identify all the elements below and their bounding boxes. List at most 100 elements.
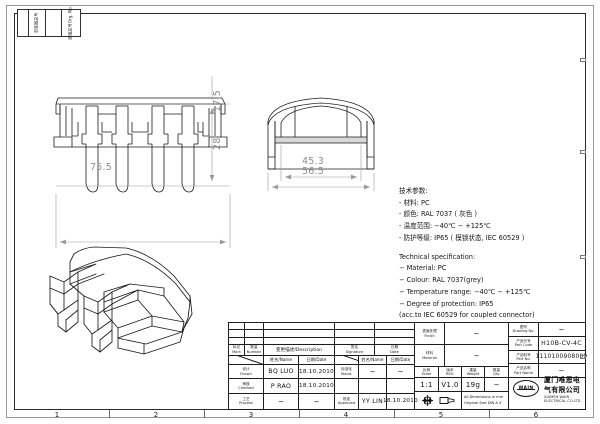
projection-symbol-row: All Dimensions in mm Original Size DIN A…: [415, 392, 508, 409]
front-view-dimension-lines: [55, 76, 231, 248]
signoff-slash-left: [229, 355, 264, 365]
corner-cell-label-1: 旧底图总号: [33, 12, 39, 34]
zone-number-4: 4: [343, 411, 349, 419]
company-identity: WAIN 厦门唯恩电气有限公司 XIAMEN WAIN ELECTRICAL C…: [509, 376, 584, 403]
header-description: 变更描述/Description: [264, 344, 335, 356]
rev-value: V1.0: [439, 378, 462, 391]
part-code-value: H10B-CV-4C: [541, 339, 582, 347]
approved-date: 18.10.2010: [382, 398, 419, 405]
finish-value: −: [473, 329, 480, 338]
spec-en-line-1: − Colour: RAL 7037(grey): [399, 276, 484, 285]
checked-name: P RAO: [264, 379, 299, 395]
zone-tick-4: [394, 410, 395, 418]
register-mark-right-4: [580, 355, 586, 359]
company-name-block: 厦门唯恩电气有限公司 XIAMEN WAIN ELECTRICAL CO.LTD: [544, 375, 584, 403]
subheader-name: 姓名/Name: [264, 355, 299, 365]
corner-cell-old-drawing-no: 旧底图总号: [29, 10, 46, 36]
company-name-en: XIAMEN WAIN ELECTRICAL CO.LTD: [544, 394, 581, 403]
corner-cell-blank-1: [18, 10, 29, 36]
note-line-2: Original Size DIN A 4: [464, 400, 502, 405]
subheader-date-2: 日期/Date: [387, 356, 414, 365]
standardized-date: −: [387, 365, 414, 380]
spec-cn-line-0: - 材料: PC: [399, 198, 430, 207]
dimension-front-top: 17.5: [212, 90, 223, 112]
zone-tick-1: [109, 410, 110, 418]
spec-en-line-2: − Temperature range: −40℃ − +125℃: [399, 287, 531, 296]
zone-number-2: 2: [153, 411, 159, 419]
dimension-side-inner: 45.3: [302, 156, 324, 167]
note-line-1: All Dimensions in mm: [464, 395, 504, 400]
scale-value: 1:1: [415, 378, 439, 391]
signoff-slash-right: [335, 355, 359, 365]
dimension-side-outer: 56.5: [302, 166, 324, 177]
drawn-date: 18.10.2010: [299, 364, 335, 380]
zone-tick-3: [299, 410, 300, 418]
company-logo-icon: WAIN: [513, 380, 539, 398]
spec-en-line-3: − Degree of protection: IP65: [399, 299, 494, 308]
projection-symbols: [415, 392, 462, 409]
register-mark-right-3: [580, 255, 586, 259]
corner-cell-drawing-total-no: 底图总号Org. No.: [62, 6, 80, 40]
spec-cn-line-1: - 颜色: RAL 7037 ( 灰色 ): [399, 210, 477, 219]
dimension-notes: All Dimensions in mm Original Size DIN A…: [462, 392, 508, 409]
weight-value: 19g: [462, 378, 485, 391]
scale-values-row: 1:1 V1.0 19g −: [415, 378, 508, 392]
register-mark-right-1: [580, 58, 586, 62]
revision-empty-row-3: [229, 337, 414, 345]
zone-tick-5: [489, 410, 490, 418]
zone-number-5: 5: [438, 411, 444, 419]
sheet-outer-border: [6, 5, 594, 418]
signoff-subheader-row: 姓名/Name 日期/Date 姓名/Name 日期/Date: [229, 355, 414, 365]
spec-cn-line-3: - 防护等级: IP65 ( 模锁状态, IEC 60529 ): [399, 233, 525, 242]
standardized-name: −: [359, 364, 387, 380]
side-view-dimension-lines: [267, 145, 375, 191]
zone-tick-2: [204, 410, 205, 418]
datum-target-icon: [422, 395, 433, 406]
corner-registration-table: 旧底图总号 底图总号Org. No.: [17, 6, 81, 40]
revision-empty-row-2: [229, 330, 414, 338]
zone-number-1: 1: [54, 411, 60, 419]
part-name-value: −: [558, 366, 565, 376]
part-no-value: 1110100908009: [535, 353, 588, 360]
first-angle-projection-icon: [439, 397, 455, 404]
side-view-drawing: [265, 95, 377, 180]
spec-en-heading: Technical specification:: [399, 252, 476, 261]
drawn-name: BQ LUO: [264, 364, 299, 380]
drawing-no-value: −: [558, 324, 565, 334]
material-value: −: [473, 351, 480, 360]
spec-en-line-0: − Material: PC: [399, 264, 447, 273]
revision-empty-row-1: [229, 323, 414, 331]
spec-en-line-4: (acc.to IEC 60529 for coupled connector): [399, 311, 535, 320]
checked-blank-2: [359, 379, 387, 395]
technical-specification-block: 技术参数: - 材料: PC - 颜色: RAL 7037 ( 灰色 ) - 温…: [399, 186, 535, 322]
qty-value: −: [493, 380, 500, 389]
checked-blank-3: [387, 379, 414, 395]
process-name: −: [264, 394, 299, 409]
spec-cn-heading: 技术参数:: [399, 187, 428, 195]
